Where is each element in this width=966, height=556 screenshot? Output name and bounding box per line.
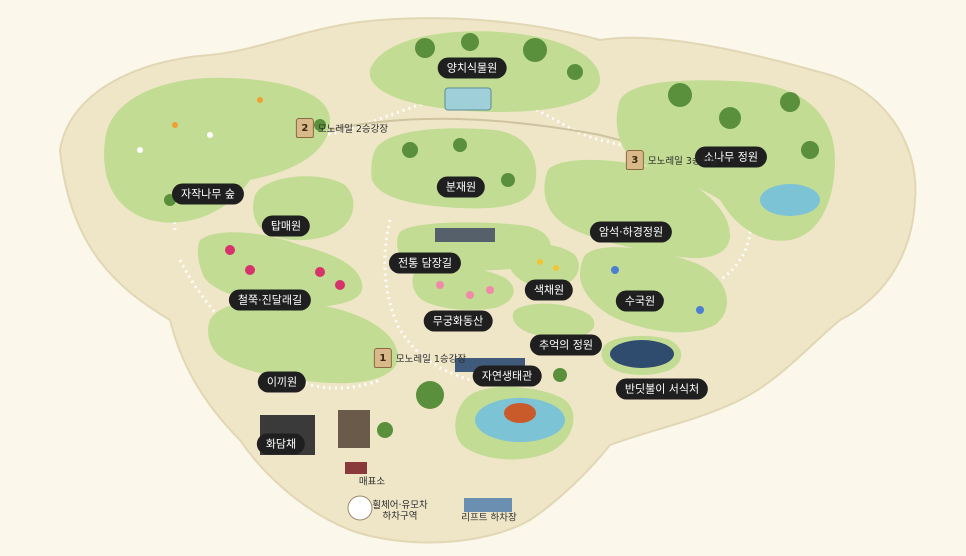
label-azalea-road[interactable]: 철쭉·진달래길 <box>228 289 312 311</box>
hwadam-building-2 <box>338 410 370 448</box>
monorail-station-1[interactable]: 1 모노레일 1승강장 <box>373 348 467 368</box>
station-number: 2 <box>295 118 314 138</box>
station-label: 모노레일 3승강장 <box>647 156 719 167</box>
label-memory-garden[interactable]: 추억의 정원 <box>529 334 603 356</box>
dropoff-line-1: 휠체어·유모차 <box>372 500 428 512</box>
patch-birch <box>104 77 330 223</box>
label-fern-garden[interactable]: 양치식물원 <box>437 57 507 79</box>
label-ecology-hall[interactable]: 자연생태관 <box>472 365 542 387</box>
lift-station <box>464 498 512 512</box>
station-label: 모노레일 2승강장 <box>317 124 389 135</box>
patch-memory <box>512 303 595 339</box>
patch-azalea <box>197 232 363 307</box>
pond-pine <box>760 184 820 216</box>
monorail-station-2[interactable]: 2 모노레일 2승강장 <box>295 118 389 138</box>
ticket-office-label[interactable]: 매표소 <box>358 476 386 488</box>
mandarin-duck <box>504 403 536 423</box>
label-pagoda-garden[interactable]: 탑매원 <box>261 215 311 237</box>
dropoff-zone-label[interactable]: 휠체어·유모차 하차구역 <box>372 500 428 523</box>
label-hwadamchae[interactable]: 화담채 <box>256 433 306 455</box>
patch-mugunghwa <box>412 266 514 310</box>
pond-firefly <box>610 340 674 368</box>
lift-station-label[interactable]: 리프트 하차장 <box>461 512 517 524</box>
label-firefly-habitat[interactable]: 반딧불이 서식처 <box>615 378 709 400</box>
label-traditional-wall[interactable]: 전통 담장길 <box>388 252 462 274</box>
tree-cluster <box>164 33 819 438</box>
station-label: 모노레일 1승강장 <box>395 354 467 365</box>
label-color-garden[interactable]: 색채원 <box>524 279 574 301</box>
label-birch-forest[interactable]: 자작나무 숲 <box>171 183 245 205</box>
dropoff-circle <box>347 495 373 521</box>
label-bonsai-garden[interactable]: 분재원 <box>436 176 486 198</box>
label-hydrangea-garden[interactable]: 수국원 <box>615 290 665 312</box>
monorail-station-3[interactable]: 3 모노레일 3승강장 <box>625 150 719 170</box>
label-mugunghwa-hill[interactable]: 무궁화동산 <box>423 310 493 332</box>
label-rock-garden[interactable]: 암석·하경정원 <box>589 221 673 243</box>
greenhouse <box>444 87 492 111</box>
ticket-booth <box>345 462 367 474</box>
patch-moss <box>208 300 399 384</box>
station-number: 1 <box>373 348 392 368</box>
station-number: 3 <box>625 150 644 170</box>
traditional-wall <box>435 228 495 242</box>
label-pine-garden[interactable]: 소나무 정원 <box>694 146 768 168</box>
patch-color <box>507 243 579 289</box>
dropoff-line-2: 하차구역 <box>382 511 418 522</box>
label-moss-garden[interactable]: 이끼원 <box>257 371 307 393</box>
